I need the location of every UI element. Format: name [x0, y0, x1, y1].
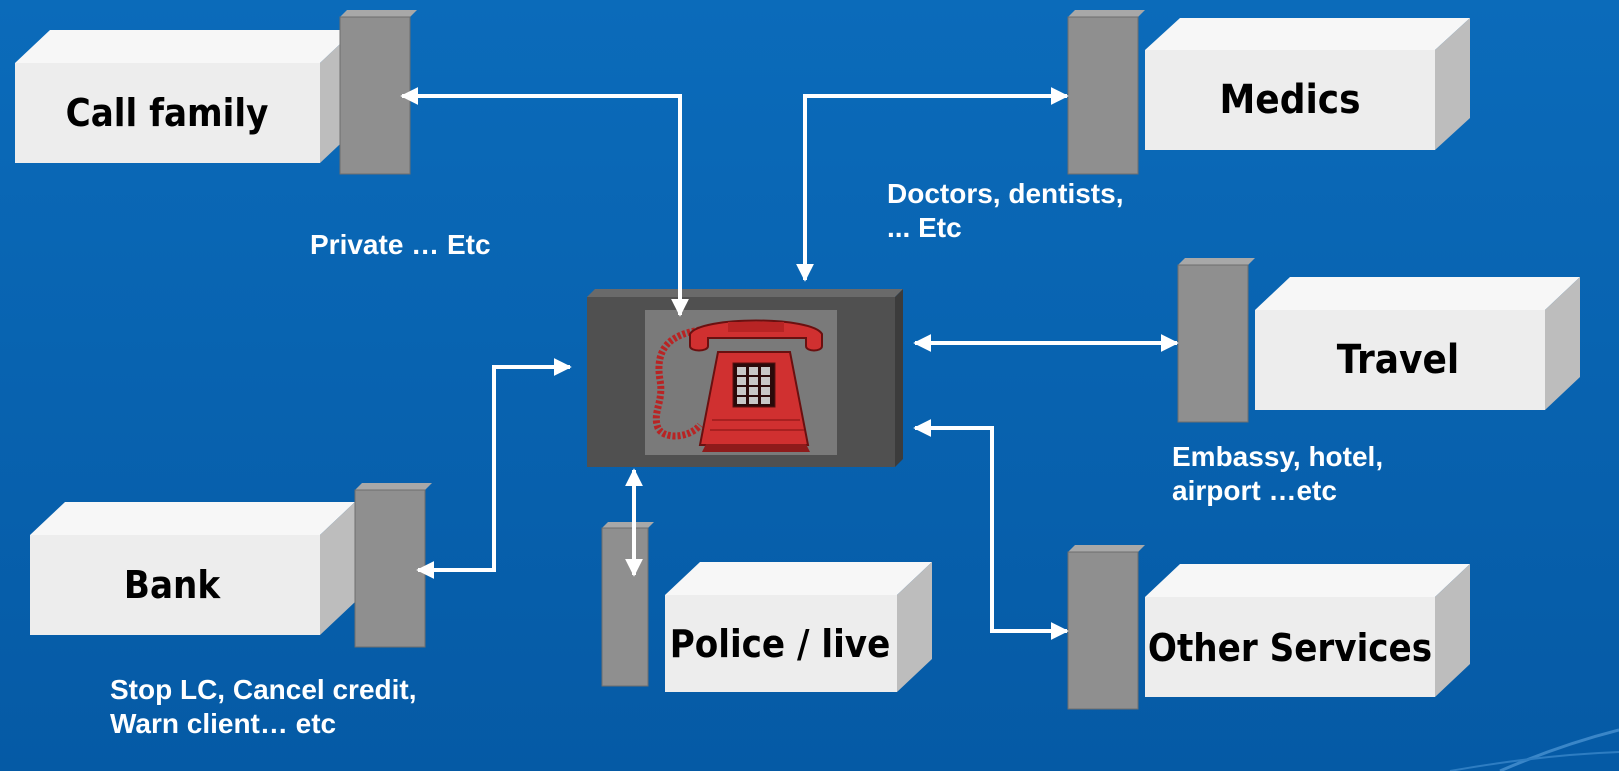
box-top-face [1145, 18, 1470, 50]
box-top-face [15, 30, 355, 63]
other-services-label: Other Services [1148, 626, 1432, 670]
pillar-top [340, 10, 417, 17]
connectors [400, 87, 1179, 640]
note-doctors: Doctors, dentists, ... Etc [887, 178, 1124, 243]
note-bank: Stop LC, Cancel credit, Warn client… etc [110, 674, 417, 739]
background-swoosh [1449, 751, 1619, 771]
pillar-top [355, 483, 432, 490]
box-side-face [1435, 18, 1470, 150]
phone-panel-side [895, 289, 903, 467]
box-top-face [30, 502, 355, 535]
travel-node: Travel [1177, 258, 1580, 423]
connector-medics [796, 87, 1069, 282]
center-phone-node [587, 289, 903, 467]
bank-label: Bank [124, 563, 221, 607]
other-services-node: Other Services [1067, 545, 1470, 710]
pillar [1067, 551, 1139, 710]
call-family-node: Call family [15, 10, 417, 175]
box-top-face [665, 562, 932, 595]
pillar [339, 16, 411, 175]
box-front-face [30, 535, 320, 635]
call-family-label: Call family [66, 91, 269, 135]
police-node: Police / live [601, 522, 932, 692]
box-front-face [1145, 597, 1435, 697]
travel-label: Travel [1337, 337, 1459, 383]
pillar [1177, 264, 1249, 423]
medics-node: Medics [1067, 10, 1470, 175]
phone-panel-top [587, 289, 903, 297]
pillar-top [1068, 10, 1145, 17]
background-swoosh [1499, 728, 1619, 771]
pillar [1067, 16, 1139, 175]
pillar [601, 527, 649, 687]
pillar-top [1178, 258, 1255, 265]
note-private: Private … Etc [310, 229, 491, 260]
box-front-face [15, 63, 320, 163]
box-front-face [665, 595, 897, 692]
pillar [354, 489, 426, 648]
note-embassy: Embassy, hotel, airport …etc [1172, 441, 1384, 506]
pillar-top [602, 522, 654, 528]
red-telephone-icon [652, 319, 823, 452]
box-top-face [1145, 564, 1470, 597]
police-label: Police / live [670, 622, 891, 666]
box-side-face [320, 502, 355, 635]
connector-call-family [400, 87, 689, 317]
pillar-top [1068, 545, 1145, 552]
connector-other-services [913, 419, 1069, 640]
box-side-face [1545, 277, 1580, 410]
box-top-face [1255, 277, 1580, 310]
connector-bank [416, 358, 572, 579]
bank-node: Bank [30, 483, 432, 648]
box-front-face [1255, 310, 1545, 410]
box-front-face [1145, 50, 1435, 150]
medics-label: Medics [1219, 77, 1360, 123]
box-side-face [1435, 564, 1470, 697]
